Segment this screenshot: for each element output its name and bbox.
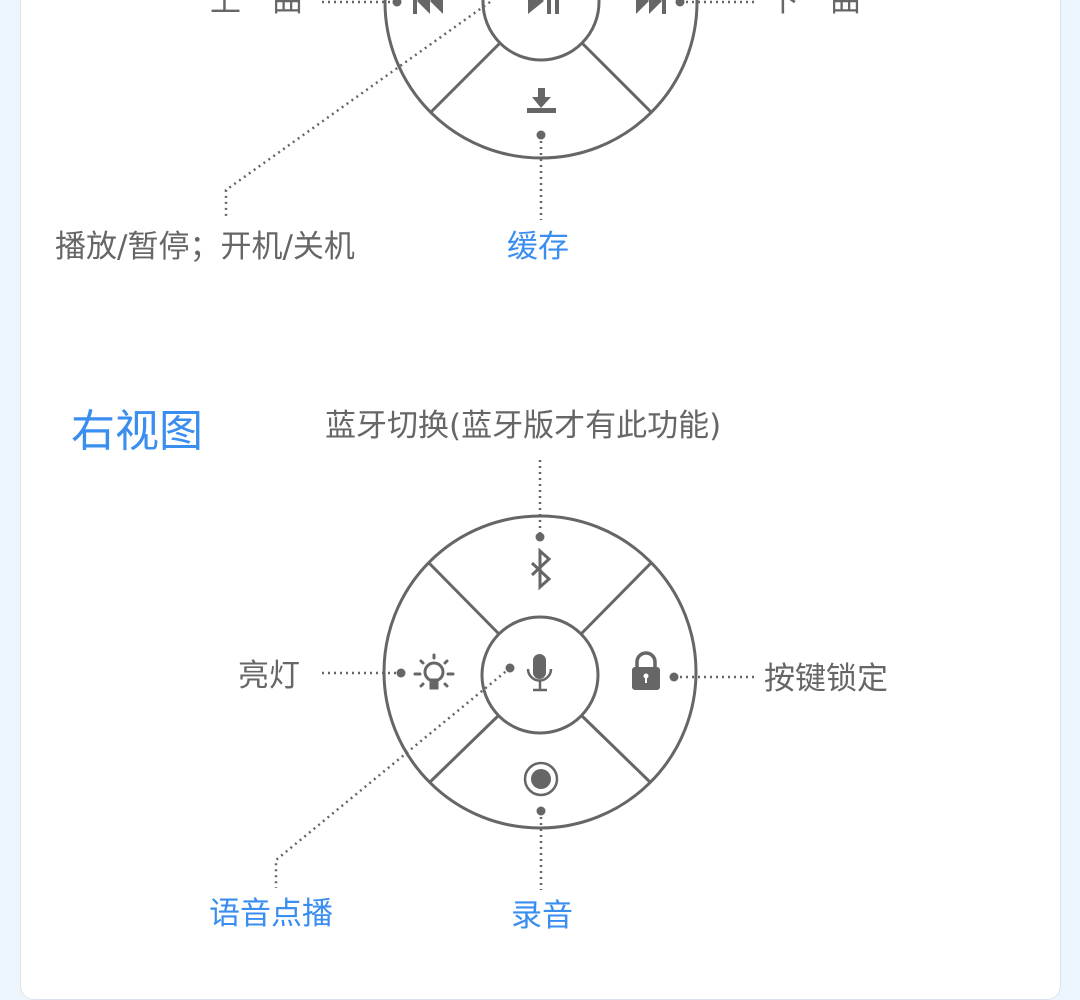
label-voice: 语音点播 xyxy=(209,896,333,932)
microphone-icon xyxy=(526,654,553,692)
front-view-diagram xyxy=(383,0,699,160)
label-previous: 上一曲 xyxy=(210,0,303,19)
play-pause-icon xyxy=(528,0,559,14)
bluetooth-icon xyxy=(530,547,552,591)
download-icon xyxy=(527,88,556,113)
label-play-power: 播放/暂停；开机/关机 xyxy=(55,229,355,265)
label-cache: 缓存 xyxy=(507,229,569,265)
lock-icon xyxy=(632,651,660,690)
lightbulb-icon xyxy=(413,653,455,690)
label-lock: 按键锁定 xyxy=(764,661,888,697)
leader-lines xyxy=(224,0,758,890)
label-next: 下一曲 xyxy=(768,0,861,19)
label-record: 录音 xyxy=(511,898,573,934)
next-icon xyxy=(636,0,666,14)
record-icon xyxy=(523,761,559,797)
leader-dots xyxy=(392,0,685,816)
right-view-title: 右视图 xyxy=(71,406,203,457)
label-light: 亮灯 xyxy=(238,658,300,694)
previous-icon xyxy=(413,0,443,14)
label-bluetooth: 蓝牙切换(蓝牙版才有此功能) xyxy=(325,408,722,444)
